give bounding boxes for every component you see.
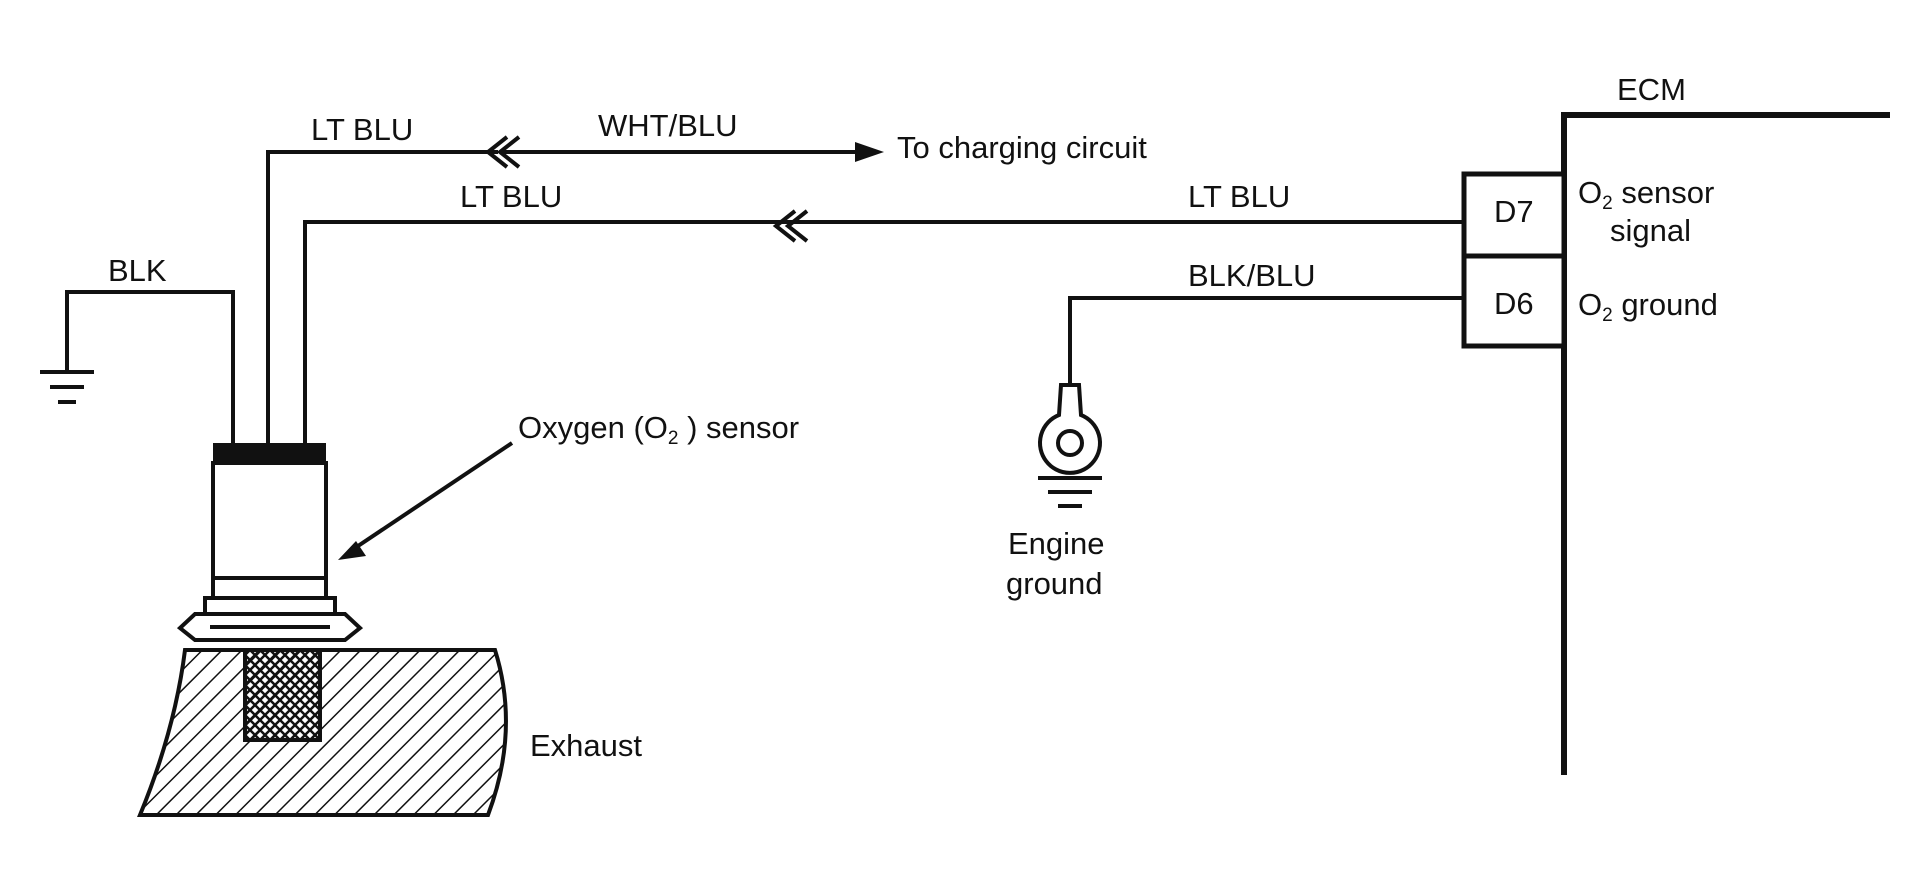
exhaust-label: Exhaust [530,728,642,763]
o2-ground-sub: 2 [1602,305,1613,326]
sensor-label-sub: 2 [668,428,679,449]
terminal-d7: D7 [1461,171,1567,259]
svg-text:Oxygen (O2 ) sensor: Oxygen (O2 ) sensor [518,410,799,449]
blk-label: BLK [108,253,167,288]
ecm-label: ECM [1617,72,1686,107]
to-charging-label: To charging circuit [897,130,1147,165]
o2-ground-rest: ground [1613,287,1718,322]
blk-blu-label: BLK/BLU [1188,258,1316,293]
lt-blu-left-label: LT BLU [460,179,562,214]
lt-blu-right-label: LT BLU [1188,179,1290,214]
svg-text:O2 sensor: O2 sensor [1578,175,1714,214]
sensor-label-post: ) sensor [678,410,799,445]
o2-sensor-signal-label: O2 sensor signal [1578,175,1714,248]
sensor-callout: Oxygen (O2 ) sensor [338,410,799,560]
terminal-d7-label: D7 [1494,194,1534,229]
callout-arrowhead-icon [338,541,366,560]
o2-signal-rest: sensor [1613,175,1715,210]
o2-signal-o: O [1578,175,1602,210]
o2-signal-line2: signal [1610,213,1691,248]
terminal-d6: D6 [1461,253,1567,349]
o2-signal-sub: 2 [1602,193,1613,214]
blk-ground-wire: BLK [40,253,235,448]
charging-circuit-wire: LT BLU WHT/BLU To charging circuit [266,108,1147,448]
exhaust-pipe: Exhaust [137,648,642,817]
oxygen-sensor-icon [176,443,364,642]
o2-ground-label: O2 ground [1578,287,1718,326]
o2-ground-o: O [1578,287,1602,322]
blk-blu-wire: BLK/BLU [1068,258,1464,385]
engine-ground-icon: Engine ground [1006,383,1105,601]
sensor-label-pre: Oxygen (O [518,410,668,445]
lt-blu-signal-wire: LT BLU LT BLU [303,179,1464,448]
arrowhead-icon [855,142,884,162]
lt-blu-top-label: LT BLU [311,112,413,147]
terminal-d6-label: D6 [1494,286,1534,321]
engine-ground-line2: ground [1006,566,1103,601]
engine-ground-line1: Engine [1008,526,1105,561]
wht-blu-label: WHT/BLU [598,108,738,143]
svg-text:O2 ground: O2 ground [1578,287,1718,326]
